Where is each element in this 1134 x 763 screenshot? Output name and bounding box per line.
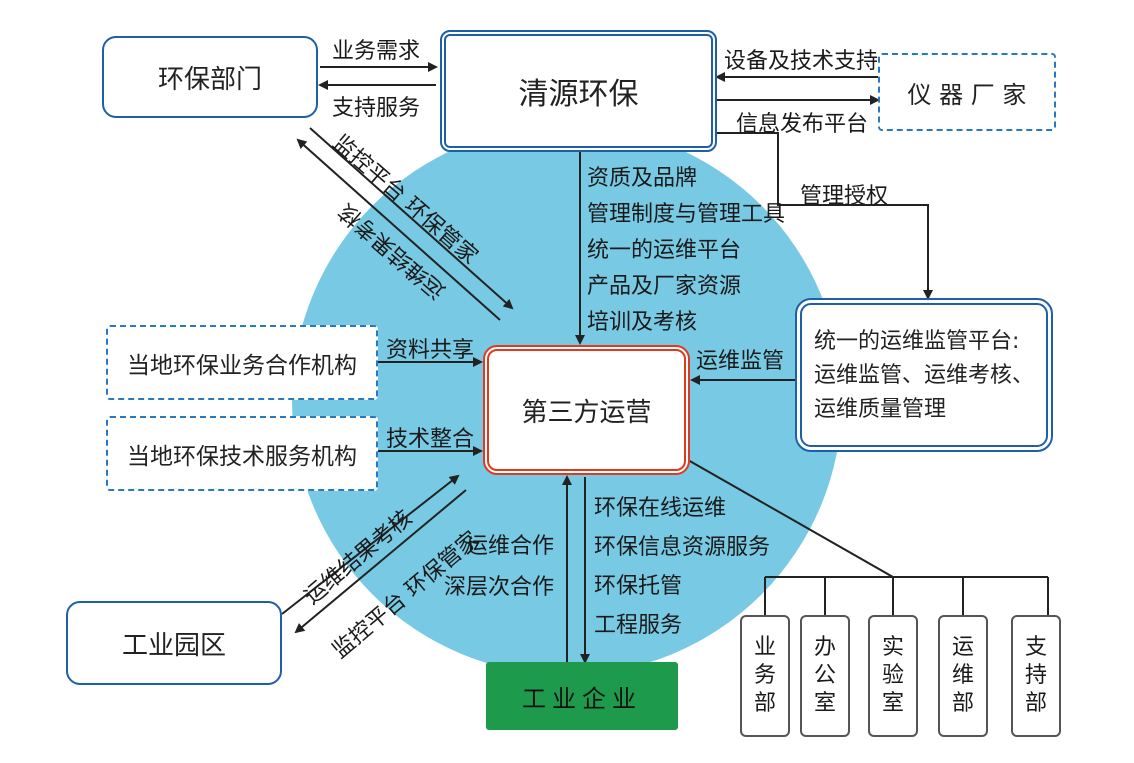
arrow-lower-diag-b bbox=[294, 489, 467, 634]
node-local-tech-service: 当地环保技术服务机构 bbox=[106, 416, 378, 491]
node-label: 工业园区 bbox=[121, 630, 226, 661]
label-qualification-4: 产品及厂家资源 bbox=[587, 274, 742, 299]
node-local-cooperation: 当地环保业务合作机构 bbox=[106, 325, 378, 400]
dept-business: 业务部 bbox=[740, 615, 790, 737]
dept-office: 办公室 bbox=[800, 615, 850, 737]
node-qingyuan: 清源环保 bbox=[440, 30, 717, 152]
node-industrial-enterprise: 工业企业 bbox=[486, 662, 678, 730]
node-label: 清源环保 bbox=[518, 77, 639, 112]
node-label: 当地环保业务合作机构 bbox=[127, 352, 357, 379]
arrow-lower-diag-a bbox=[281, 474, 460, 615]
node-label: 环保部门 bbox=[157, 64, 262, 95]
label-management-auth: 管理授权 bbox=[800, 184, 889, 209]
node-unified-platform: 统一的运维监管平台: 运维监管、运维考核、 运维质量管理 bbox=[795, 298, 1053, 452]
label-equipment-support: 设备及技术支持 bbox=[724, 49, 879, 74]
line-department-tree bbox=[687, 459, 894, 578]
arrow-management-auth bbox=[717, 132, 933, 300]
label-support-service: 支持服务 bbox=[332, 96, 421, 121]
node-label: 仪 器 厂 家 bbox=[907, 80, 1027, 109]
label-info-platform: 信息发布平台 bbox=[736, 112, 869, 137]
label-business-demand: 业务需求 bbox=[332, 39, 421, 64]
label-qualification-1: 资质及品牌 bbox=[587, 166, 698, 191]
label-coop-1: 运维合作 bbox=[466, 534, 555, 559]
node-label: 第三方运营 bbox=[521, 397, 652, 428]
label-service-2: 环保信息资源服务 bbox=[594, 535, 771, 560]
label-ops-supervision: 运维监管 bbox=[696, 349, 785, 374]
node-label: 当地环保技术服务机构 bbox=[127, 443, 357, 470]
node-instrument-maker: 仪 器 厂 家 bbox=[878, 53, 1056, 131]
node-industrial-park: 工业园区 bbox=[66, 601, 282, 685]
dept-operations: 运维部 bbox=[938, 615, 988, 737]
platform-line-3: 运维质量管理 bbox=[814, 397, 947, 422]
platform-line-1: 统一的运维监管平台: bbox=[814, 329, 1020, 354]
arrow-upper-diag-b bbox=[309, 127, 514, 310]
label-tech-integration: 技术整合 bbox=[386, 427, 475, 452]
dept-support: 支持部 bbox=[1011, 615, 1061, 737]
label-service-1: 环保在线运维 bbox=[594, 496, 727, 521]
label-service-4: 工程服务 bbox=[594, 613, 683, 638]
label-qualification-2: 管理制度与管理工具 bbox=[587, 202, 786, 227]
label-coop-2: 深层次合作 bbox=[444, 575, 555, 600]
label-qualification-5: 培训及考核 bbox=[587, 310, 698, 335]
node-third-party: 第三方运营 bbox=[483, 345, 690, 475]
dept-lab: 实验室 bbox=[868, 615, 918, 737]
label-data-sharing: 资料共享 bbox=[386, 338, 475, 363]
label-qualification-3: 统一的运维平台 bbox=[587, 238, 742, 263]
platform-line-2: 运维监管、运维考核、 bbox=[814, 363, 1035, 388]
node-environmental-department: 环保部门 bbox=[102, 36, 318, 118]
arrow-upper-diag-a bbox=[296, 138, 501, 321]
node-label: 工业企业 bbox=[522, 684, 642, 713]
label-service-3: 环保托管 bbox=[594, 574, 683, 599]
